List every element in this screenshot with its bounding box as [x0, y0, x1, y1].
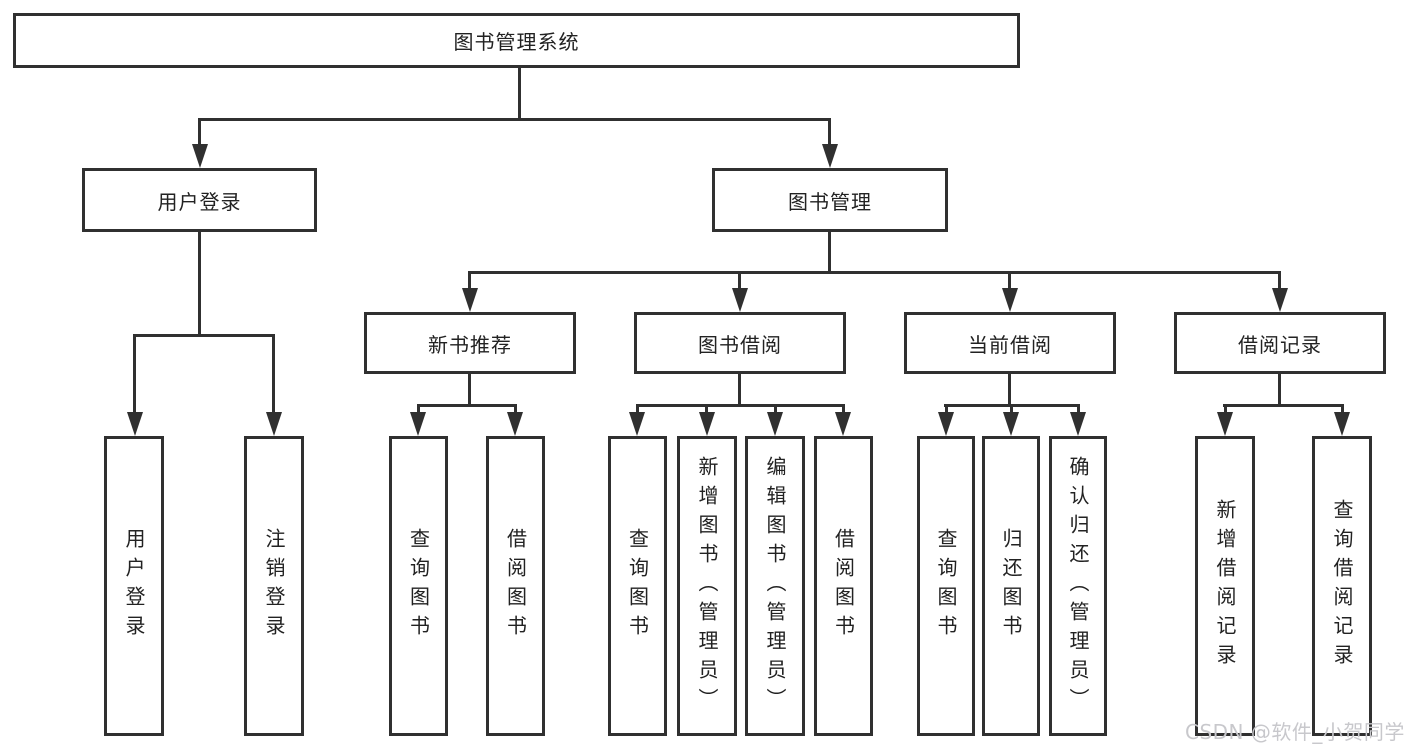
node-root-label: 图书管理系统: [453, 30, 580, 54]
node-root: 图书管理系统: [13, 13, 1020, 68]
arrow-down-icon: [1002, 288, 1018, 312]
arrow-down-icon: [1334, 412, 1350, 436]
connector-drop-book-mgmt: [828, 119, 831, 161]
arrow-down-icon: [732, 288, 748, 312]
node-book-borrow-label: 图书借阅: [698, 332, 782, 357]
arrow-down-icon: [266, 412, 282, 436]
arrow-down-icon: [699, 412, 715, 436]
leaf-current-confirm-label: 确认归还（管理员）: [1066, 455, 1090, 717]
connector-drop-new-books: [468, 274, 471, 294]
leaf-newbooks-borrow-label: 借阅图书: [503, 528, 528, 644]
leaf-user-login-label: 用户登录: [122, 528, 146, 644]
leaf-bookborrow-query: 查询图书: [608, 436, 667, 736]
node-new-books: 新书推荐: [364, 312, 576, 374]
leaf-newbooks-borrow: 借阅图书: [486, 436, 545, 736]
leaf-current-confirm: 确认归还（管理员）: [1049, 436, 1107, 736]
arrow-down-icon: [767, 412, 783, 436]
leaf-logout: 注销登录: [244, 436, 304, 736]
connector-book-borrow-bar: [636, 404, 845, 407]
leaf-bookborrow-add-label: 新增图书（管理员）: [695, 455, 719, 717]
node-current-borrow: 当前借阅: [904, 312, 1116, 374]
node-book-mgmt: 图书管理: [712, 168, 948, 232]
arrow-down-icon: [1272, 288, 1288, 312]
node-book-borrow: 图书借阅: [634, 312, 846, 374]
leaf-bookborrow-borrow-label: 借阅图书: [831, 528, 856, 644]
leaf-logout-label: 注销登录: [262, 528, 286, 644]
connector-book-borrow-stem: [738, 373, 741, 407]
connector-borrow-records-bar: [1223, 404, 1344, 407]
leaf-records-add-label: 新增借阅记录: [1213, 499, 1237, 673]
arrow-down-icon: [1070, 412, 1086, 436]
connector-drop-login: [133, 336, 136, 412]
connector-drop-book-borrow: [738, 274, 741, 294]
node-book-mgmt-label: 图书管理: [788, 189, 872, 214]
leaf-bookborrow-edit: 编辑图书（管理员）: [745, 436, 805, 736]
leaf-current-query: 查询图书: [917, 436, 975, 736]
leaf-newbooks-query: 查询图书: [389, 436, 448, 736]
connector-drop-borrow-records: [1278, 274, 1281, 294]
leaf-bookborrow-query-label: 查询图书: [625, 528, 650, 644]
arrow-down-icon: [1003, 412, 1019, 436]
arrow-down-icon: [192, 144, 208, 168]
arrow-down-icon: [127, 412, 143, 436]
node-current-borrow-label: 当前借阅: [968, 332, 1052, 357]
arrow-down-icon: [629, 412, 645, 436]
connector-current-borrow-bar: [944, 404, 1080, 407]
node-borrow-records-label: 借阅记录: [1238, 332, 1322, 357]
connector-drop-logout: [272, 336, 275, 412]
connector-level2-bar: [198, 118, 831, 121]
arrow-down-icon: [938, 412, 954, 436]
connector-user-login-stem: [198, 232, 201, 336]
arrow-down-icon: [410, 412, 426, 436]
connector-root-stem: [518, 68, 521, 121]
node-user-login-label: 用户登录: [157, 189, 242, 214]
leaf-bookborrow-add: 新增图书（管理员）: [677, 436, 737, 736]
leaf-records-add: 新增借阅记录: [1195, 436, 1255, 736]
leaf-user-login: 用户登录: [104, 436, 164, 736]
leaf-current-return-label: 归还图书: [999, 528, 1023, 644]
leaf-current-return: 归还图书: [982, 436, 1040, 736]
leaf-records-query-label: 查询借阅记录: [1330, 499, 1354, 673]
arrow-down-icon: [835, 412, 851, 436]
connector-book-mgmt-stem: [828, 232, 831, 274]
connector-drop-current-borrow: [1008, 274, 1011, 294]
connector-current-borrow-stem: [1008, 373, 1011, 407]
connector-user-login-bar: [133, 334, 275, 337]
arrow-down-icon: [507, 412, 523, 436]
leaf-newbooks-query-label: 查询图书: [406, 528, 431, 644]
watermark: CSDN @软件_小贺同学: [1185, 720, 1405, 744]
arrow-down-icon: [822, 144, 838, 168]
connector-new-books-bar: [417, 404, 517, 407]
leaf-bookborrow-edit-label: 编辑图书（管理员）: [763, 455, 787, 717]
connector-drop-user-login: [198, 119, 201, 161]
leaf-records-query: 查询借阅记录: [1312, 436, 1372, 736]
leaf-current-query-label: 查询图书: [934, 528, 958, 644]
node-new-books-label: 新书推荐: [428, 332, 512, 357]
arrow-down-icon: [462, 288, 478, 312]
arrow-down-icon: [1217, 412, 1233, 436]
node-user-login: 用户登录: [82, 168, 317, 232]
connector-borrow-records-stem: [1278, 373, 1281, 407]
leaf-bookborrow-borrow: 借阅图书: [814, 436, 873, 736]
connector-new-books-stem: [468, 373, 471, 407]
connector-level3-bar: [468, 271, 1281, 274]
node-borrow-records: 借阅记录: [1174, 312, 1386, 374]
